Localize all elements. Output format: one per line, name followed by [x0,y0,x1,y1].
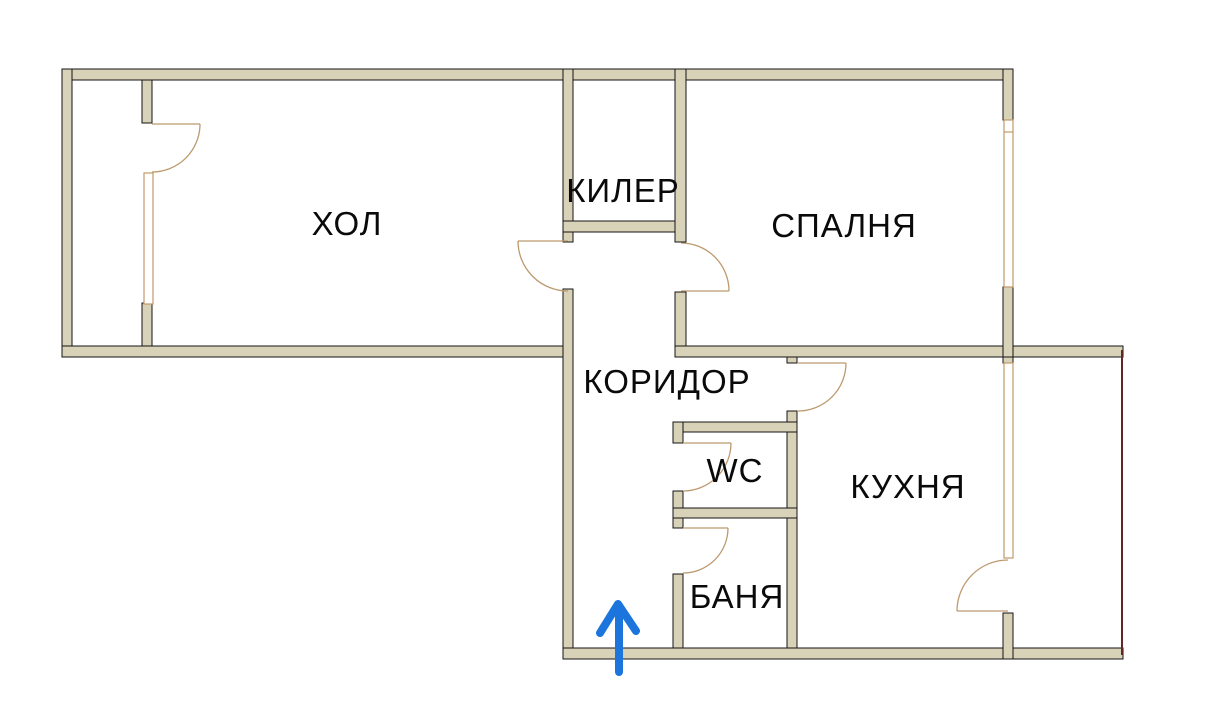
room-label-kuhnya: КУХНЯ [850,468,966,505]
wall-segment [61,68,1014,81]
wall-segment [1002,356,1014,364]
door-banya [682,527,729,574]
room-label-koridor: КОРИДОР [583,363,751,400]
wall-segment [61,345,574,358]
walls [61,68,1124,660]
wall-segment [672,507,798,519]
entrance-arrow-icon [596,600,640,676]
door-kuhnya [797,362,847,412]
door-spalnya [680,242,730,292]
door-hol [517,240,569,292]
room-label-kiler: КИЛЕР [566,172,680,209]
wall-segment [1002,68,1014,121]
wall-segment [141,302,153,347]
room-label-spalnya: СПАЛНЯ [771,207,917,244]
wall-segment [672,421,684,444]
room-label-wc: WC [706,452,764,489]
wall-segment [1002,612,1014,660]
wall-segment [672,421,798,433]
wall-segment [674,68,687,243]
wall-segment [1002,286,1014,358]
window-hol-balcony [143,172,154,305]
wall-segment [61,68,73,358]
door-wc [682,442,732,492]
room-label-banya: БАНЯ [689,578,785,615]
wall-segment [786,356,798,364]
wall-segment [562,68,574,243]
wall-segment [562,288,574,660]
wall-segment [674,345,1124,358]
window-spalnya [1003,119,1014,288]
room-label-hol: ХОЛ [311,205,383,242]
wall-segment [141,79,153,124]
door-hol-balcony [151,123,201,173]
wall-segment [562,220,687,233]
doors [151,123,1009,612]
windows [143,119,1014,559]
wall-segment [786,410,798,660]
window-kuhnya-balcony [1003,362,1014,559]
wall-segment [562,647,1124,660]
wall-segment [672,573,684,660]
door-kuhnya-balcony [956,559,1009,612]
